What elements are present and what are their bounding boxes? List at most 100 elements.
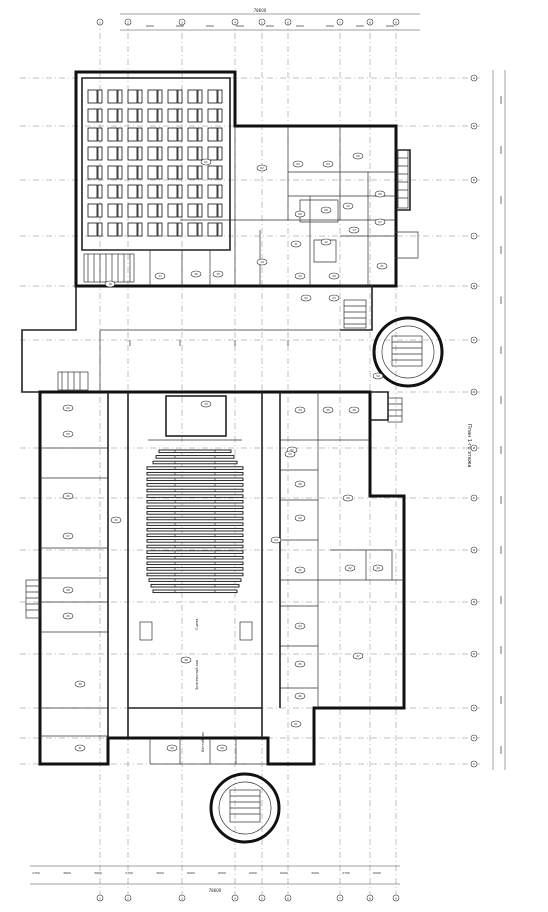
dimension-value: 6000 <box>280 871 288 875</box>
dimension-value: 6000 <box>266 24 274 28</box>
room-number: 25 <box>66 432 70 436</box>
desk <box>187 108 198 123</box>
room-tag <box>322 406 334 414</box>
grid-bubble-label: 1 <box>99 20 101 24</box>
desk <box>157 222 163 237</box>
room-number: 27 <box>66 534 70 538</box>
room-number: 49 <box>170 746 174 750</box>
dimension-value: 3600 <box>63 871 71 875</box>
grid-bubble-label: В <box>473 178 475 182</box>
room-tag <box>256 164 268 172</box>
dimension-value: 6000 <box>499 596 503 604</box>
grid-bubble-label: 4 <box>234 896 236 900</box>
desk <box>197 165 203 180</box>
dimension-value: 6000 <box>386 24 394 28</box>
room-tag <box>62 586 74 594</box>
seat-row <box>146 499 244 504</box>
seat-row <box>150 583 240 588</box>
grid-bubble <box>470 734 478 742</box>
room-number: 28 <box>66 588 70 592</box>
room-number: 26 <box>66 494 70 498</box>
seat-row <box>146 567 244 571</box>
grid-bubble <box>336 894 344 902</box>
desk <box>217 127 223 142</box>
grid-bubble <box>231 894 239 902</box>
grid-bubble-label: 9 <box>395 896 397 900</box>
desk <box>167 108 178 123</box>
seat-row <box>146 505 244 510</box>
desk <box>197 89 203 104</box>
grid-bubble <box>336 18 344 26</box>
grid-bubble <box>470 494 478 502</box>
room-tag <box>374 190 386 198</box>
room-tag <box>372 372 384 380</box>
grid-bubble <box>366 18 374 26</box>
dimension-value: 6000 <box>499 146 503 154</box>
room-tag <box>374 218 386 226</box>
desk <box>87 203 98 218</box>
room-number: 02 <box>260 166 264 170</box>
room-tag <box>300 294 312 302</box>
seat-row <box>146 527 244 532</box>
bottom-total-dimension: 78600 <box>209 888 222 893</box>
room-tag <box>200 400 212 408</box>
room-tag <box>270 536 282 544</box>
seat-row <box>146 544 244 549</box>
room-number: 01 <box>204 160 208 164</box>
room-number: 14 <box>260 260 264 264</box>
dimension-value: 6000 <box>373 871 381 875</box>
desk <box>217 108 223 123</box>
label-stage: Сцена <box>195 619 199 630</box>
room-tag <box>256 258 268 266</box>
desk <box>177 127 183 142</box>
room-number: 54 <box>274 538 278 542</box>
desk <box>147 222 158 237</box>
dimension-value: 6000 <box>206 24 214 28</box>
dimension-value: 3000 <box>156 871 164 875</box>
room-tag <box>348 406 360 414</box>
grid-bubble-label: 6 <box>287 896 289 900</box>
desk <box>177 203 183 218</box>
desk <box>177 89 183 104</box>
room-number: 22 <box>304 296 308 300</box>
seat-row <box>146 477 244 482</box>
grid-bubble-label: А <box>473 76 476 80</box>
desk <box>197 203 203 218</box>
desk <box>117 222 123 237</box>
desk <box>217 222 223 237</box>
desk <box>157 165 163 180</box>
room-number: 23 <box>332 296 336 300</box>
desk <box>137 127 143 142</box>
room-number: 51 <box>294 722 298 726</box>
room-number: 35 <box>326 408 330 412</box>
room-number: 32 <box>114 518 118 522</box>
desk <box>87 127 98 142</box>
grid-bubble <box>470 546 478 554</box>
grid-bubble <box>124 18 132 26</box>
dimension-value: 6000 <box>146 24 154 28</box>
desk <box>207 127 218 142</box>
seat-row <box>146 516 244 521</box>
label-hall: Зрительный зал <box>195 660 199 690</box>
desk <box>107 127 118 142</box>
room-number: 09 <box>298 212 302 216</box>
grid-bubble-label: 4 <box>234 20 236 24</box>
desk <box>147 165 158 180</box>
room-number: 41 <box>298 568 302 572</box>
grid-bubble <box>96 894 104 902</box>
seat-row <box>146 488 244 493</box>
dimension-value: 6000 <box>176 24 184 28</box>
round-stair-tower-lower <box>209 772 281 844</box>
seat-row <box>158 449 232 454</box>
desk <box>117 89 123 104</box>
room-tag <box>372 564 384 572</box>
room-tag <box>294 210 306 218</box>
room-tag <box>352 152 364 160</box>
room-tag <box>74 744 86 752</box>
desk <box>147 89 158 104</box>
desk <box>177 108 183 123</box>
room-number: 48 <box>184 658 188 662</box>
dimension-value: 3600 <box>499 346 503 354</box>
desk <box>207 146 218 161</box>
desk <box>157 146 163 161</box>
